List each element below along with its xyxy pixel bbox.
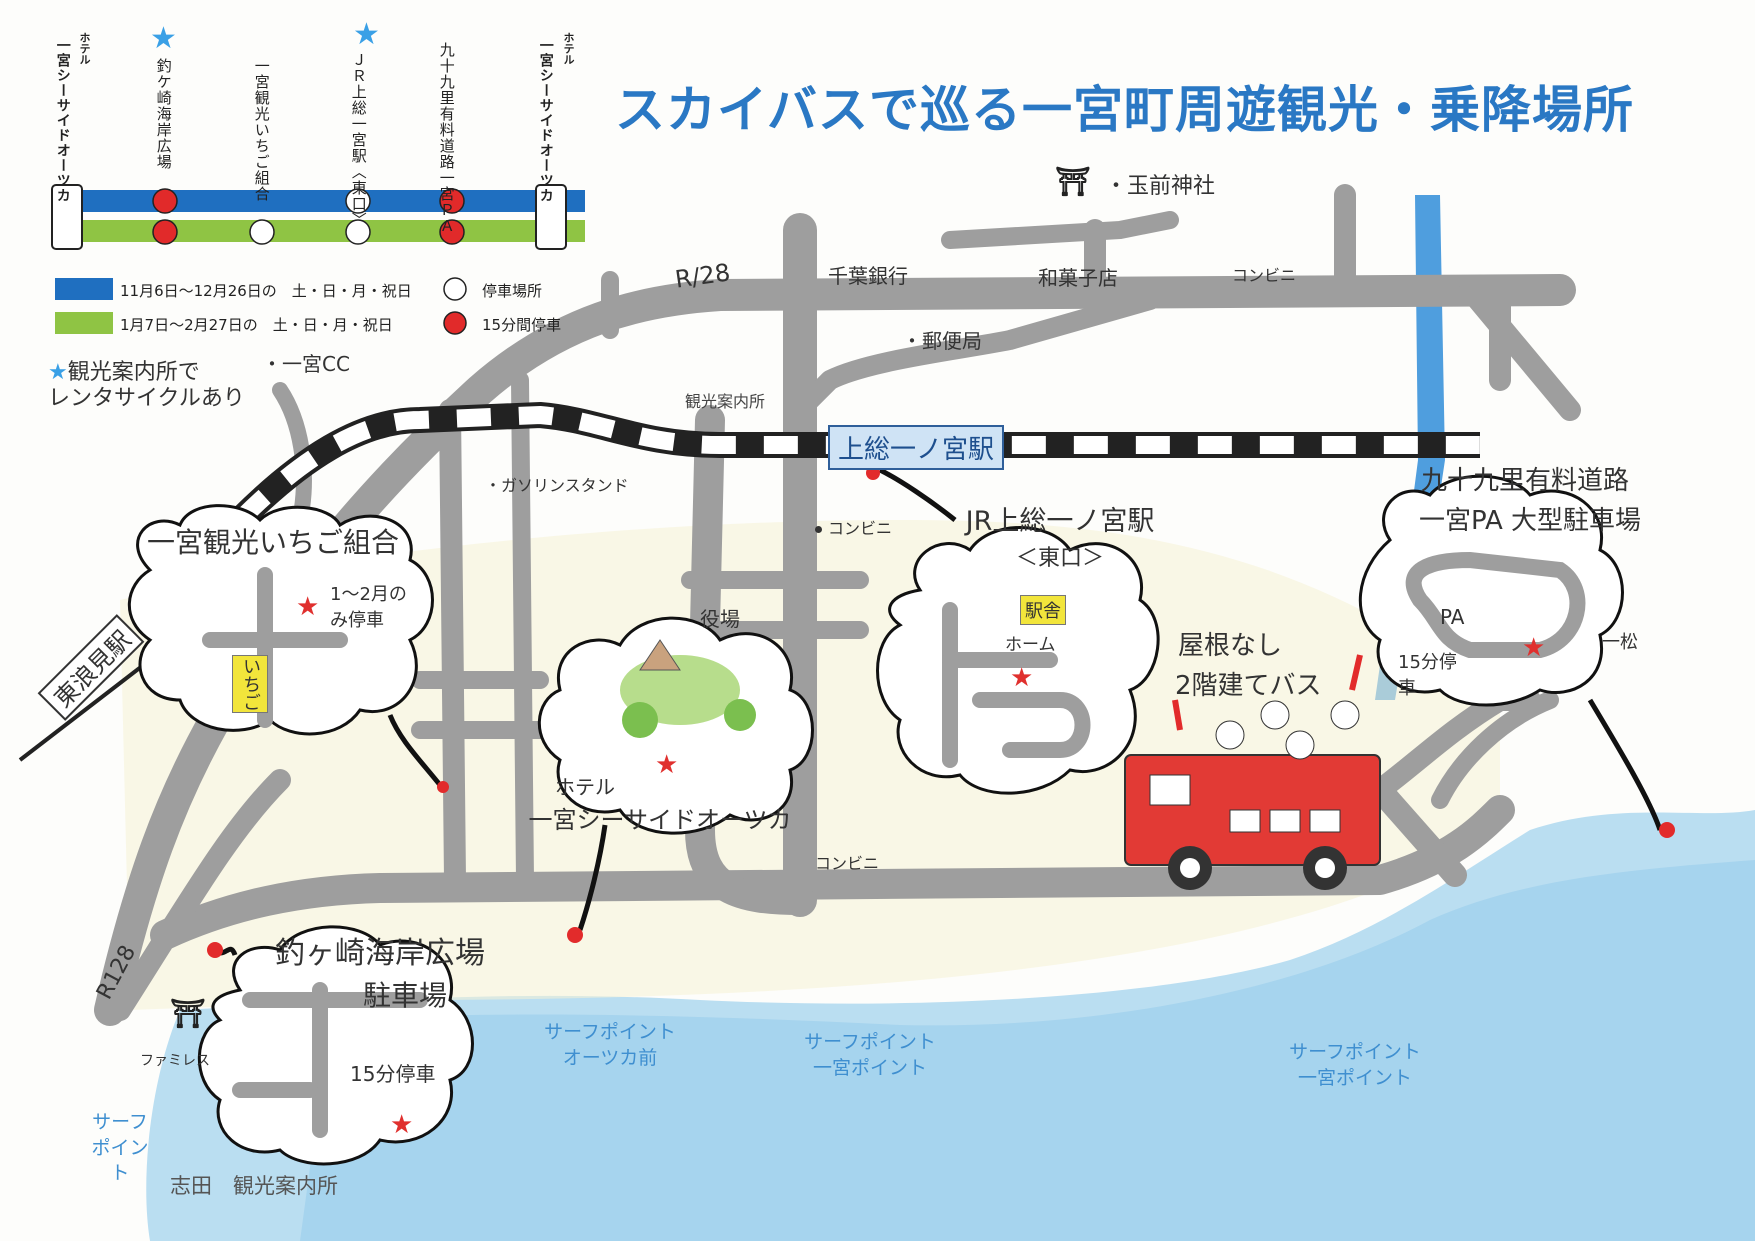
station-building-label: 駅舎 xyxy=(1020,595,1066,625)
callout-tsurigasaki-line1: 釣ヶ崎海岸広場 xyxy=(275,936,485,971)
rental-cycle-note: ★観光案内所で レンタサイクルあり xyxy=(48,360,245,412)
tsurigasaki-stop-note: 15分停車 xyxy=(350,1062,436,1086)
strawberry-label: いちご xyxy=(232,655,268,713)
pine-label: 一松 xyxy=(1602,632,1638,653)
road-inner-2 xyxy=(439,399,466,891)
city-hall-label: 役場 xyxy=(700,607,740,631)
convenience-mid: コンビニ xyxy=(815,515,892,539)
info-star-icon: ★ xyxy=(353,17,380,52)
bus-note-line2: 2階建てバス xyxy=(1175,671,1322,701)
family-restaurant-label: ファミレス xyxy=(140,1053,210,1069)
road-coastal xyxy=(150,795,1515,950)
callout-pa-line2: 一宮PA 大型駐車場 xyxy=(1418,506,1642,536)
kazusa-ichinomiya-station: 上総一ノ宮駅 xyxy=(828,425,1005,470)
shrine-icon: ⛩ xyxy=(170,997,206,1030)
road-post xyxy=(790,290,1160,420)
golf-label: ・一宮CC xyxy=(262,352,350,376)
stop-label-left-hotel: 一宮シーサイドオーツカ xyxy=(54,38,71,203)
stop-star-icon: ★ xyxy=(655,750,679,780)
legend-red-circle: 15分間停車 xyxy=(482,316,562,334)
stop-star-icon: ★ xyxy=(1010,663,1034,693)
surf-point-1: サーフポイントオーツカ前 xyxy=(544,1021,676,1069)
callout-hotel-line1: ホテル xyxy=(555,775,615,799)
shito-info-label: 志田 観光案内所 xyxy=(170,1174,338,1198)
route-diagram xyxy=(51,184,585,335)
info-star-icon: ★ xyxy=(150,21,177,56)
stop-star-icon: ★ xyxy=(1522,633,1546,663)
cloud-hotel xyxy=(537,616,814,835)
stop-prefix-left: ホテル xyxy=(78,32,91,65)
gas-station-label: ・ガソリンスタンド xyxy=(485,476,629,495)
callout-jr-line1: JR上総一ノ宮駅 xyxy=(965,506,1155,537)
surf-point-2: サーフポイント一宮ポイント xyxy=(804,1031,936,1079)
road-inner-3 xyxy=(511,371,534,889)
river xyxy=(1375,195,1445,700)
roads xyxy=(94,184,1581,1026)
shrine-icon: ⛩ xyxy=(1055,165,1091,198)
stop-label-jr: ＪＲ上総一宮駅〈東口〉 xyxy=(349,52,368,228)
bus-note-line1: 屋根なし xyxy=(1178,631,1283,661)
legend-blue-period: 11月6日～12月26日の 土・日・月・祝日 xyxy=(120,282,412,300)
sea-inner xyxy=(300,860,1755,1241)
road-diag-right xyxy=(1459,279,1581,421)
railway-dashes xyxy=(233,405,1480,527)
railway-left xyxy=(18,658,152,762)
legend-white-circle: 停車場所 xyxy=(482,282,543,300)
page-title: スカイバスで巡る一宮町周遊観光・乗降場所 xyxy=(615,81,1634,139)
road-inner-1 xyxy=(685,405,815,915)
stop-star-icon: ★ xyxy=(390,1110,414,1140)
ichigo-stop-note: 1～2月のみ停車 xyxy=(330,584,407,631)
cloud-ichigo xyxy=(127,504,434,736)
road-north-upper xyxy=(941,211,1179,249)
stop-label-tsurigasaki: 釣ケ崎海岸広場 xyxy=(154,58,173,170)
terminal-left xyxy=(51,184,83,250)
post-office-label: ・郵便局 xyxy=(902,329,982,353)
sweets-label: 和菓子店 xyxy=(1038,266,1118,290)
terminal-right xyxy=(535,184,567,250)
road-left-curve xyxy=(272,382,312,528)
convenience-top: コンビニ xyxy=(1232,266,1297,285)
stop-pins xyxy=(207,466,1675,958)
stop-star-icon: ★ xyxy=(296,592,320,622)
pa-stop-note: 15分停車 xyxy=(1398,652,1457,699)
surf-point-3: サーフポイント一宮ポイント xyxy=(1289,1041,1421,1089)
road-lower-right xyxy=(1368,778,1467,887)
stop-label-ichigo: 一宮観光いちご組合 xyxy=(252,58,271,202)
stop-label-right-hotel: 一宮シーサイドオーツカ xyxy=(537,38,554,203)
pa-loop xyxy=(1405,551,1586,658)
stop-prefix-right: ホテル xyxy=(562,32,575,65)
bank-label: 千葉銀行 xyxy=(828,264,908,288)
tourist-info-map: 観光案内所 xyxy=(685,392,766,411)
road-left-diagonal xyxy=(109,769,291,1021)
callout-jr-line2: ＜東口＞ xyxy=(1015,546,1104,571)
pa-label: PA xyxy=(1440,605,1465,629)
hotel-building xyxy=(639,639,681,671)
callout-hotel-line2: 一宮シーサイドオーツカ xyxy=(528,806,792,834)
info-star-icon: ★ xyxy=(48,360,68,385)
shrine-label: ・玉前神社 xyxy=(1105,174,1216,199)
callout-tsurigasaki-line2: 駐車場 xyxy=(362,979,447,1012)
callout-ichigo: 一宮観光いちご組合 xyxy=(146,526,399,559)
cloud-tsurigasaki xyxy=(197,925,474,1166)
red-bus xyxy=(1124,654,1381,890)
surf-point-left: サーフポイント xyxy=(91,1111,149,1185)
platform-label: ホーム xyxy=(1005,635,1056,655)
convenience-low: コンビニ xyxy=(815,854,880,873)
stop-label-pa: 九十九里有料道路一宮ＰＡ xyxy=(437,42,456,234)
sea-area xyxy=(146,810,1755,1241)
callout-pa-line1: 九十九里有料道路 xyxy=(1420,466,1629,496)
road-exit xyxy=(1431,691,1559,809)
legend-green-period: 1月7日～2月27日の 土・日・月・祝日 xyxy=(120,316,393,334)
